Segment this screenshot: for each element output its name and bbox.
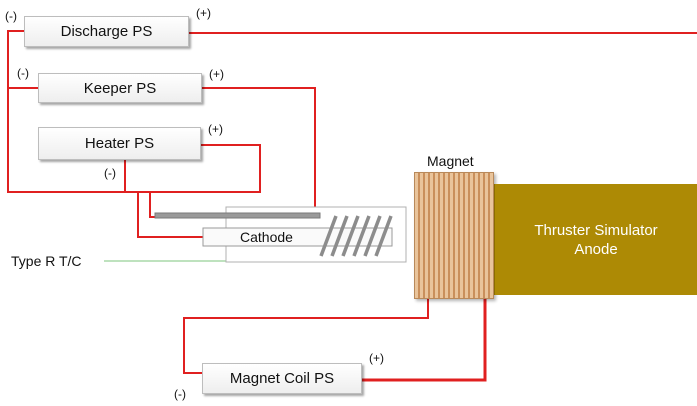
magnet-coil-ps: Magnet Coil PS bbox=[202, 363, 362, 394]
magnet-label: Magnet bbox=[427, 153, 474, 169]
magnet-coil-positive-label: (+) bbox=[369, 351, 384, 365]
heater-positive-label: (+) bbox=[208, 122, 223, 136]
discharge-ps-label: Discharge PS bbox=[60, 23, 153, 40]
keeper-positive-wire bbox=[202, 87, 316, 212]
heater-ps: Heater PS bbox=[38, 127, 201, 160]
magnet-coil-positive-wire bbox=[362, 299, 487, 382]
keeper-ps: Keeper PS bbox=[38, 73, 202, 103]
discharge-ps: Discharge PS bbox=[24, 16, 189, 47]
cathode-tube bbox=[154, 212, 321, 219]
heater-coil bbox=[319, 215, 393, 257]
thruster-simulator-anode: Thruster Simulator Anode bbox=[494, 184, 697, 295]
heater-ps-label: Heater PS bbox=[84, 135, 155, 152]
discharge-positive-label: (+) bbox=[196, 6, 211, 20]
magnet bbox=[414, 172, 494, 299]
magnet-coil-ps-label: Magnet Coil PS bbox=[229, 370, 335, 387]
thermocouple-label: Type R T/C bbox=[11, 253, 82, 269]
heater-positive-wire bbox=[137, 144, 261, 238]
keeper-negative-label: (-) bbox=[17, 66, 29, 80]
discharge-negative-label: (-) bbox=[5, 9, 17, 23]
cathode-label: Cathode bbox=[240, 229, 293, 245]
cathode-body bbox=[202, 227, 393, 247]
magnet-coil-negative-label: (-) bbox=[174, 387, 186, 401]
magnet-coil-negative-wire bbox=[183, 299, 429, 374]
anode-label-line2: Anode bbox=[574, 240, 618, 258]
anode-label-line1: Thruster Simulator bbox=[534, 221, 658, 239]
negative-bus-wire bbox=[7, 30, 138, 193]
keeper-positive-label: (+) bbox=[209, 67, 224, 81]
heater-negative-label: (-) bbox=[104, 166, 116, 180]
keeper-ps-label: Keeper PS bbox=[83, 79, 157, 97]
